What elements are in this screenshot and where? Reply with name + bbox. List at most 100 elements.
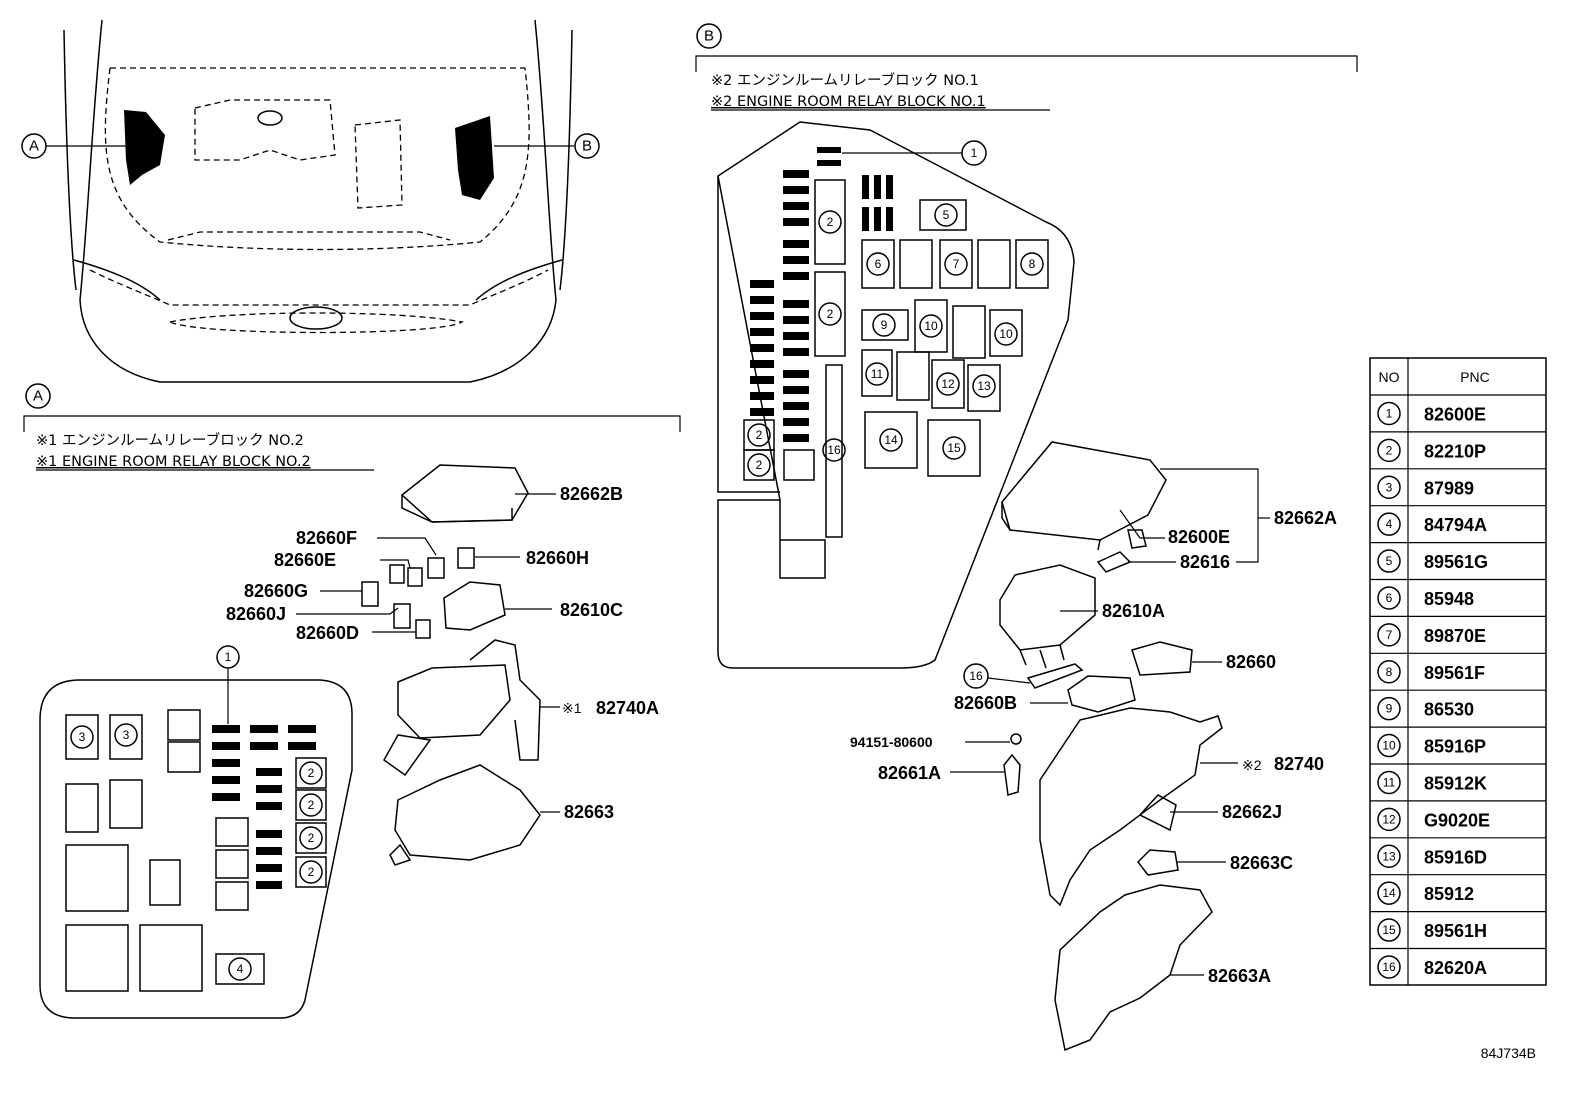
table-row-no: 3 — [1386, 480, 1393, 494]
table-row-pnc: 87989 — [1424, 478, 1474, 498]
label-82740: 82740 — [1274, 754, 1324, 774]
label-82740A-mark: ※1 — [562, 700, 582, 716]
label-82663: 82663 — [564, 802, 614, 822]
table-row-no-circle — [1377, 844, 1401, 868]
svg-text:2: 2 — [827, 215, 834, 229]
label-94151-80600: 94151-80600 — [850, 734, 933, 750]
label-82660G: 82660G — [244, 581, 308, 601]
view-b-callout-circle — [696, 23, 722, 49]
svg-text:16: 16 — [969, 669, 983, 683]
view-b-parts — [999, 441, 1223, 1052]
table-row-no: 6 — [1386, 591, 1393, 605]
svg-text:4: 4 — [237, 962, 244, 976]
svg-text:5: 5 — [943, 208, 950, 222]
label-82660B: 82660B — [954, 693, 1017, 713]
table-row-no-circle — [1377, 438, 1401, 463]
view-a-title-en: ※1 ENGINE ROOM RELAY BLOCK NO.2 — [36, 454, 311, 470]
svg-text:10: 10 — [999, 327, 1013, 341]
callout-a-circle — [21, 133, 47, 159]
view-a-parts — [361, 464, 541, 866]
label-82660J: 82660J — [226, 604, 286, 624]
view-a-leaders — [296, 493, 560, 813]
label-82662J: 82662J — [1222, 802, 1282, 822]
table-row-no: 2 — [1386, 443, 1393, 457]
svg-text:6: 6 — [875, 257, 882, 271]
svg-text:7: 7 — [953, 257, 960, 271]
table-row-no-circle — [1377, 733, 1401, 758]
view-a-title-jp: ※1 エンジンルームリレーブロック NO.2 — [36, 431, 304, 449]
callout-b-circle — [574, 133, 600, 159]
table-row-no-circle — [1377, 401, 1401, 426]
svg-text:2: 2 — [308, 766, 315, 780]
label-82740-mark: ※2 — [1242, 757, 1262, 773]
callout-b-label: B — [582, 138, 592, 155]
svg-text:3: 3 — [123, 728, 130, 742]
label-82660F: 82660F — [296, 528, 357, 548]
label-82662A: 82662A — [1274, 508, 1337, 528]
svg-text:10: 10 — [924, 319, 938, 333]
figure-id: 84J734B — [1481, 1045, 1536, 1061]
svg-text:14: 14 — [884, 433, 898, 447]
svg-text:2: 2 — [308, 798, 315, 812]
relay-block-no2-layout: 3 3 4 — [39, 645, 353, 1019]
svg-text:1: 1 — [225, 650, 232, 664]
table-row-no: 15 — [1382, 923, 1396, 937]
svg-text:9: 9 — [881, 318, 888, 332]
svg-text:2: 2 — [308, 831, 315, 845]
table-row-no-circle — [1377, 549, 1401, 573]
label-82610A: 82610A — [1102, 601, 1165, 621]
table-row-no: 13 — [1382, 849, 1396, 863]
label-82660: 82660 — [1226, 652, 1276, 672]
label-82661A: 82661A — [878, 763, 941, 783]
table-row-no-circle — [1377, 623, 1401, 647]
svg-text:8: 8 — [1029, 257, 1036, 271]
table-row-no: 5 — [1386, 554, 1393, 568]
svg-text:2: 2 — [756, 458, 763, 472]
svg-text:13: 13 — [977, 379, 991, 393]
table-row-pnc: 82210P — [1424, 441, 1486, 461]
table-row-pnc: 85916D — [1424, 847, 1487, 867]
table-row-pnc: 84794A — [1424, 515, 1487, 535]
label-82600E: 82600E — [1168, 527, 1230, 547]
svg-text:2: 2 — [756, 428, 763, 442]
table-row-pnc: 89561G — [1424, 552, 1488, 572]
table-row-no: 1 — [1386, 406, 1393, 420]
table-row-no-circle — [1377, 475, 1401, 499]
svg-text:2: 2 — [308, 865, 315, 879]
svg-text:16: 16 — [827, 443, 841, 457]
svg-text:15: 15 — [947, 441, 961, 455]
label-82663C: 82663C — [1230, 853, 1293, 873]
view-b: B ※2 エンジンルームリレーブロック NO.1 ※2 ENGINE ROOM … — [695, 23, 1358, 1052]
label-82740A: 82740A — [596, 698, 659, 718]
label-82660D: 82660D — [296, 623, 359, 643]
label-82616: 82616 — [1180, 552, 1230, 572]
svg-text:12: 12 — [941, 377, 955, 391]
table-row-no: 11 — [1383, 775, 1396, 789]
table-row-no: 9 — [1386, 702, 1393, 716]
table-row-no: 8 — [1386, 665, 1393, 679]
table-row-pnc: 85916P — [1424, 737, 1486, 757]
svg-text:11: 11 — [871, 367, 884, 381]
table-row-no: 14 — [1382, 886, 1396, 900]
label-82660H: 82660H — [526, 548, 589, 568]
table-row-no-circle — [1377, 770, 1401, 795]
table-row-pnc: 89870E — [1424, 626, 1486, 646]
table-row-pnc: 85912K — [1424, 773, 1487, 793]
table-row-no: 7 — [1386, 628, 1393, 642]
table-row-no-circle — [1377, 696, 1401, 721]
svg-text:2: 2 — [827, 307, 834, 321]
table-row-no: 10 — [1382, 739, 1396, 753]
table-header-pnc: PNC — [1460, 369, 1490, 385]
relay-block-no1-layout: 1 2 2 5 6 7 8 9 10 10 11 12 13 14 15 16 … — [717, 121, 1075, 669]
table-row-no-circle — [1377, 918, 1401, 942]
label-82610C: 82610C — [560, 600, 623, 620]
view-b-title-en: ※2 ENGINE ROOM RELAY BLOCK NO.1 — [711, 94, 986, 110]
table-row-no-circle — [1377, 512, 1401, 536]
svg-text:3: 3 — [79, 730, 86, 744]
table-row-no: 16 — [1382, 960, 1396, 974]
view-b-leaders — [950, 468, 1270, 976]
table-row-pnc: 86530 — [1424, 700, 1474, 720]
view-b-title-jp: ※2 エンジンルームリレーブロック NO.1 — [711, 71, 979, 89]
